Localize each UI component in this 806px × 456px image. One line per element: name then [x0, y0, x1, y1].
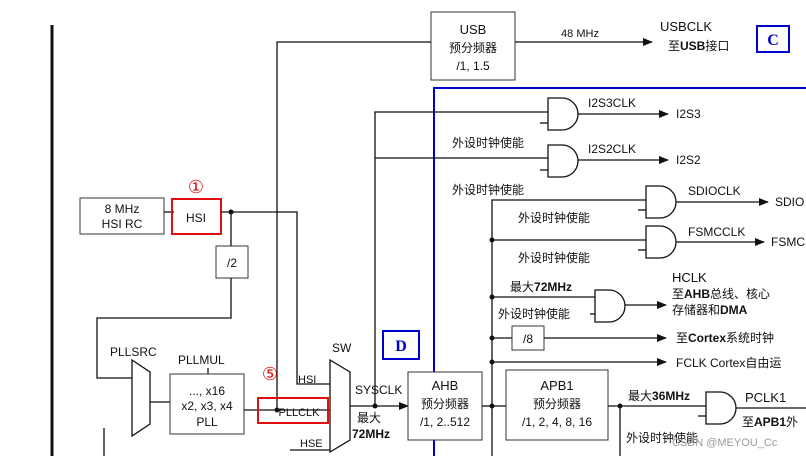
sdio-out-label: SDIO — [775, 195, 804, 209]
apb1-max-label: 最大36MHz — [628, 389, 690, 403]
sdio-enable-label: 外设时钟使能 — [518, 210, 590, 225]
hclk-enable-label: 外设时钟使能 — [498, 306, 570, 321]
div8-block — [511, 325, 545, 351]
ahb-prescaler-block — [407, 371, 483, 441]
hclk-and-gate — [594, 289, 626, 323]
junction-dot — [274, 407, 280, 413]
marker-five-label: ⑤ — [262, 364, 278, 384]
watermark-label: CSDN @MEYOU_Cc — [672, 437, 778, 449]
usb-prescaler-ratio: /1, 1.5 — [456, 59, 490, 73]
sw-hse-label: HSE — [300, 438, 323, 450]
hsi-rc-line1: 8 MHz — [105, 202, 140, 216]
pll-to-usb-line — [276, 41, 431, 412]
ahb-sub: 预分频器 — [421, 397, 469, 411]
marker-d-label: D — [395, 338, 407, 355]
hsi-to-sw-line — [221, 211, 330, 385]
fclk-label: FCLK Cortex自由运 — [676, 356, 781, 370]
sw-hsi-label: HSI — [298, 374, 316, 386]
sysclk-max-prefix: 最大 — [357, 411, 381, 425]
usb-prescaler-title: USB — [460, 22, 487, 37]
i2s2-and-gate — [547, 144, 579, 178]
region-d-border — [433, 87, 806, 456]
fsmc-and-gate — [645, 225, 677, 259]
i2s2clk-label: I2S2CLK — [588, 142, 636, 156]
junction-dot — [372, 403, 378, 409]
usbclk-label: USBCLK — [660, 19, 712, 34]
i2s2-out-label: I2S2 — [676, 153, 701, 167]
pclk1-label: PCLK1 — [745, 390, 786, 405]
apb1-dest-label: 至APB1外 — [742, 415, 798, 429]
ahb-ratio: /1, 2..512 — [420, 415, 470, 429]
marker-c-box — [756, 25, 790, 53]
sysclk-max-value: 72MHz — [352, 427, 390, 441]
usb-prescaler-block — [430, 11, 516, 81]
apb1-sub: 预分频器 — [533, 397, 581, 411]
junction-dot — [489, 335, 495, 341]
pllclk-label: PLLCLK — [279, 407, 321, 419]
hclk-label: HCLK — [672, 270, 707, 285]
apb1-prescaler-block — [505, 369, 609, 441]
i2s2-enable-label: 外设时钟使能 — [452, 182, 524, 197]
pll-line3: PLL — [196, 415, 218, 429]
hsi-rc-line2: HSI RC — [102, 217, 143, 231]
fsmc-out-label: FSMC — [771, 235, 805, 249]
marker-one-label: ① — [188, 177, 204, 197]
sdio-and-gate — [645, 185, 677, 219]
pllclk-highlight — [257, 397, 329, 424]
i2s3-enable-label: 外设时钟使能 — [452, 135, 524, 150]
div2-to-pllsrc-line — [96, 278, 232, 379]
div2-block — [215, 245, 249, 279]
sysclk-label: SYSCLK — [355, 383, 402, 397]
hsi-tag-highlight — [171, 198, 222, 235]
sysclk-to-i2s-line — [374, 111, 548, 408]
pclk1-and-gate — [705, 391, 737, 425]
hclk-dest-line2: 存储器和DMA — [672, 302, 748, 317]
junction-dot — [489, 359, 495, 365]
div2-label: /2 — [227, 256, 237, 270]
apb1-title: APB1 — [540, 378, 573, 393]
usb-dest-label: 至USB接口 — [668, 38, 729, 53]
pll-block — [169, 373, 245, 435]
fsmcclk-label: FSMCCLK — [688, 225, 745, 239]
sw-mux — [329, 358, 351, 454]
cortex-dest-label: 至Cortex系统时钟 — [676, 330, 774, 345]
hsi-tag-label: HSI — [186, 211, 206, 225]
pllsrc-label: PLLSRC — [110, 345, 157, 359]
div8-label: /8 — [523, 332, 533, 346]
hclk-bus-line — [491, 199, 646, 456]
marker-d-box — [382, 330, 420, 360]
pll-line1: ..., x16 — [189, 384, 225, 398]
pll-line2: x2, x3, x4 — [181, 399, 233, 413]
hsi-rc-block — [79, 197, 165, 235]
fsmc-enable-label: 外设时钟使能 — [518, 250, 590, 265]
i2s3-out-label: I2S3 — [676, 107, 701, 121]
sw-label: SW — [332, 341, 352, 355]
junction-dot — [489, 403, 495, 409]
apb1-ratio: /1, 2, 4, 8, 16 — [522, 415, 592, 429]
apb1-enable-label: 外设时钟使能 — [626, 430, 698, 445]
sdioclk-label: SDIOCLK — [688, 184, 741, 198]
pllmul-label: PLLMUL — [178, 353, 225, 367]
hclk-dest-line1: 至AHB总线、核心 — [672, 287, 770, 301]
marker-c-label: C — [767, 32, 779, 49]
i2s3-and-gate — [547, 97, 579, 131]
i2s3clk-label: I2S3CLK — [588, 96, 636, 110]
pllsrc-mux — [131, 358, 151, 438]
hclk-max-label: 最大72MHz — [510, 280, 572, 294]
usb-prescaler-sub: 预分频器 — [449, 41, 497, 55]
junction-dot — [489, 237, 495, 243]
usb-freq-label: 48 MHz — [561, 28, 599, 40]
ahb-title: AHB — [432, 378, 459, 393]
junction-dot — [489, 294, 495, 300]
